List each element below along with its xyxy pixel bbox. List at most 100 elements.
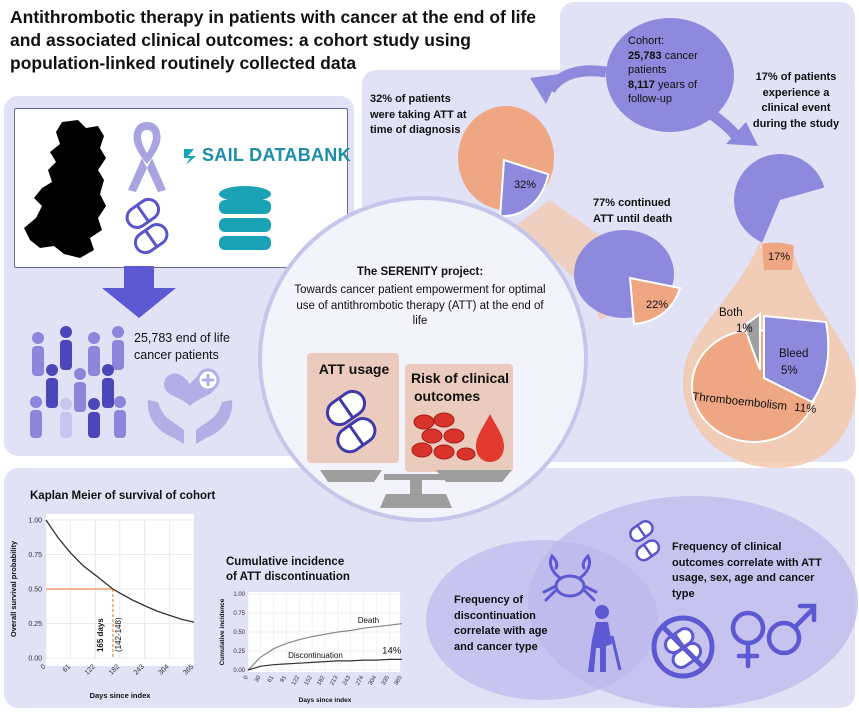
patients-count-label: 25,783 end of life cancer patients [134,331,230,362]
ci-x-tick-label: 91 [280,674,289,683]
wales-map-icon [24,120,106,258]
km-x-tick-label: 243 [133,663,146,676]
ci-title-line2: of ATT discontinuation [226,571,350,583]
cohort-years-unit: years of follow-up [628,78,698,106]
km-y-tick-label: 0.00 [28,656,42,663]
ci-death-curve [247,623,403,671]
ci-x-tick-label: 304 [368,674,379,686]
risk-title-line2: outcomes [414,388,481,404]
continued-att-text: 77% continued ATT until death [593,197,673,225]
cohort-years-count: 8,117 [628,78,655,91]
ci-y-tick-label: 1.00 [233,592,245,598]
km-median-ci: (142-148) [114,617,123,652]
serenity-title: The SERENITY project: [356,266,484,278]
ci-x-tick-label: 182 [316,674,327,686]
pie-clinical-event-gap [760,186,830,260]
cohort-label: Cohort: [628,35,665,47]
pie-clinical-event-slice [762,242,794,270]
pie-outcome-breakdown [691,312,830,443]
ci-discontinuation-label: Discontinuation [288,651,343,660]
km-y-tick-label: 0.75 [28,552,42,559]
km-x-tick-label: 365 [182,663,195,676]
ci-x-tick-label: 213 [329,674,340,686]
ci-y-tick-label: 0.00 [233,668,245,674]
km-y-tick-label: 1.00 [28,518,42,525]
km-x-tick-label: 304 [157,663,170,676]
pie-continued-label: 22% [646,299,668,311]
pie-att-diagnosis: 32% [458,106,554,218]
km-x-tick-label: 122 [84,663,97,676]
pie-att-diagnosis-label: 32% [514,179,536,191]
database-icon [219,186,271,250]
curved-arrows-icon [530,65,758,146]
cancer-ribbon-icon [128,122,166,192]
thrombo-pct: 11% [793,401,817,416]
cohort-text: Cohort: 25,783 cancer patients 8,117 yea… [628,34,724,107]
ci-x-tick-label: 0 [243,674,250,680]
risk-title-line1: Risk of clinical [410,370,510,386]
km-x-tick-label: 182 [108,663,121,676]
people-group-icon [30,326,126,438]
pie-continued-slice [628,276,682,326]
serenity-subtitle: Towards cancer patient empowerment for o… [294,284,546,327]
ci-title-line1: Cumulative incidence [226,556,345,568]
km-median-label: 165 days [96,618,105,652]
hands-heart-icon [147,368,233,444]
ci-discontinuation-pct: 14% [382,645,402,656]
ci-x-tick-label: 365 [394,674,405,686]
ci-death-label: Death [358,616,379,625]
ci-y-axis-label: Cumulative incidence [219,598,226,665]
att-usage-pills-icon [325,389,377,454]
att-usage-title: ATT usage [318,361,390,377]
clinical-event-text: 17% of patients experience a clinical ev… [752,71,840,130]
ci-discontinuation-curve [247,658,402,671]
freq-clinical-text: Frequency of clinical outcomes correlate… [672,541,822,600]
ci-x-tick-label: 243 [342,674,353,686]
no-pills-icon [651,615,715,679]
cohort-patients: 25,783 cancer patients [628,49,724,78]
ci-x-tick-label: 152 [304,674,315,686]
cohort-years: 8,117 years of follow-up [628,78,724,107]
ci-x-tick-label: 122 [291,674,302,686]
km-y-tick-label: 0.25 [28,621,42,628]
sail-databank-logo: SAIL DATABANK [182,145,351,169]
balance-scale-icon [320,470,512,508]
ci-x-tick-label: 274 [355,674,366,686]
gender-symbols-icon [730,603,817,669]
bleed-pct: 5% [781,365,798,377]
ci-x-tick-label: 335 [381,674,392,686]
km-y-axis-label: Overall survival probability [9,540,18,637]
ci-x-tick-label: 30 [254,674,263,683]
ci-y-tick-label: 0.25 [233,649,245,655]
crab-icon [542,553,598,602]
freq-discontinuation-text: Frequency of discontinuation correlate w… [454,594,548,653]
km-x-tick-label: 0 [40,663,48,671]
cohort-patients-unit: cancer patients [628,49,698,77]
cohort-patients-count: 25,783 [628,49,662,62]
elderly-person-icon [588,605,622,672]
ci-x-tick-label: 61 [267,674,276,683]
blood-cells-icon [411,412,504,462]
km-survival-curve [45,519,195,623]
pie-slice-bleed [763,314,830,404]
km-title: Kaplan Meier of survival of cohort [30,490,216,502]
both-label: Both [719,307,743,319]
pills-icon [125,197,169,255]
att-diagnosis-text: 32% of patients were taking ATT at time … [370,93,467,136]
sail-logo-mark-icon [184,149,196,165]
pie-clinical-event-label: 17% [768,251,790,263]
both-pct: 1% [736,323,753,335]
pie-slice-both [742,312,761,371]
km-x-tick-label: 61 [62,663,73,674]
down-arrow-icon [102,266,176,318]
small-pills-icon [629,520,661,562]
bleed-label: Bleed [779,348,809,360]
km-y-tick-label: 0.50 [28,587,42,594]
km-x-axis-label: Days since index [90,691,152,700]
sail-logo-text: SAIL DATABANK [202,145,351,165]
ci-x-axis-label: Days since index [299,697,352,704]
ci-y-tick-label: 0.50 [233,630,245,636]
page-title: Antithrombotic therapy in patients with … [10,7,537,73]
